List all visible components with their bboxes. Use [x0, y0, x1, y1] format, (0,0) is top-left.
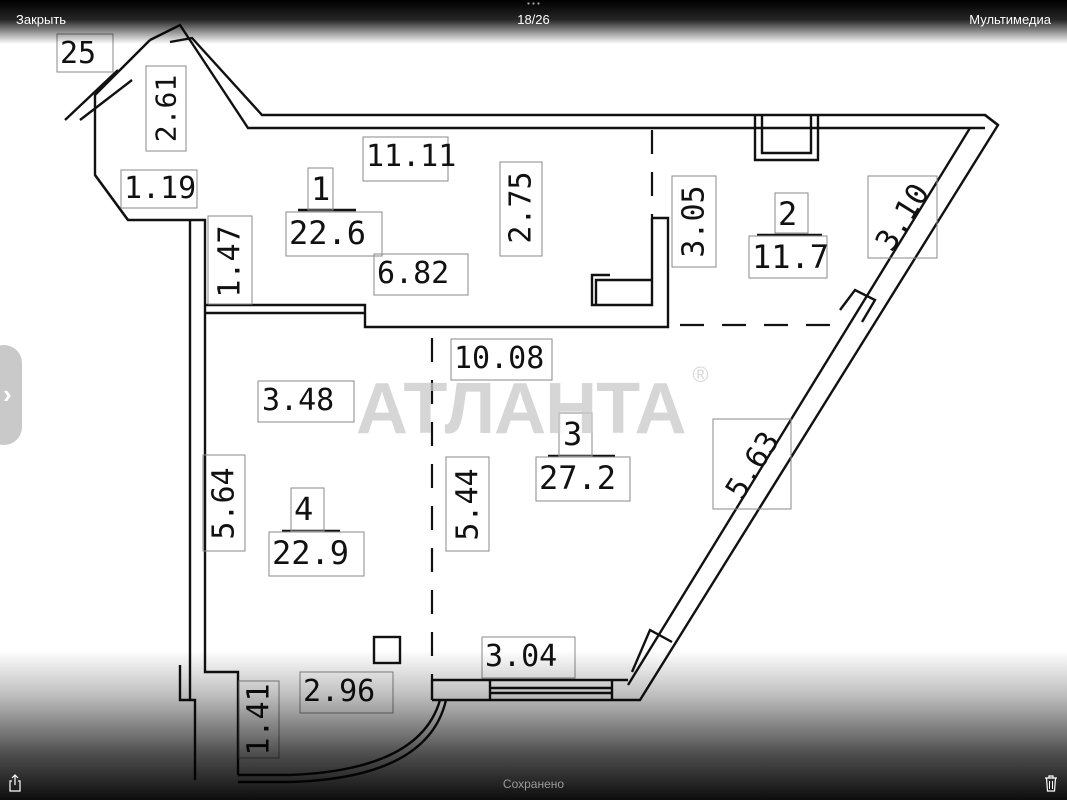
dimension-label: 1.47 [212, 225, 248, 298]
grabber-icon [526, 2, 540, 5]
room-area: 22.9 [272, 534, 350, 572]
dimension-label: 2.75 [503, 171, 539, 244]
share-icon[interactable] [8, 774, 22, 792]
room-area: 11.7 [752, 238, 830, 276]
watermark: АТЛАНТА ® [356, 362, 709, 450]
close-button[interactable]: Закрыть [16, 12, 67, 27]
trash-icon[interactable] [1044, 774, 1058, 792]
dimension-label: 2.61 [149, 74, 183, 143]
room-number: 1 [311, 170, 331, 208]
dimension-label: 6.82 [377, 256, 450, 291]
dimension-label: 10.08 [454, 341, 545, 376]
room-number: 2 [778, 195, 798, 233]
dimension-label: 1.19 [124, 171, 197, 206]
dimension-label: 3.48 [262, 383, 335, 418]
photo-counter: 18/26 [517, 12, 550, 27]
dimension-label: 1.41 [241, 683, 277, 756]
dimension-label: 3.04 [485, 639, 558, 674]
room-area: 22.6 [289, 214, 367, 252]
dimension-label: 5.44 [450, 468, 486, 541]
media-button[interactable]: Мультимедиа [969, 12, 1051, 27]
room-area: 27.2 [539, 459, 617, 497]
dimension-label: 5.64 [206, 467, 242, 540]
top-toolbar: Закрыть 18/26 Мультимедиа [0, 0, 1067, 44]
chevron-right-icon: › [3, 379, 12, 409]
dimension-label: 11.11 [366, 139, 457, 174]
room-number: 4 [294, 490, 314, 528]
room-number: 3 [563, 415, 583, 453]
watermark-text: АТЛАНТА [356, 369, 687, 449]
registered-mark: ® [692, 362, 708, 387]
next-photo-button[interactable]: › [0, 345, 22, 445]
dimension-label: 2.96 [303, 674, 376, 709]
dimension-label: 3.05 [676, 185, 712, 258]
